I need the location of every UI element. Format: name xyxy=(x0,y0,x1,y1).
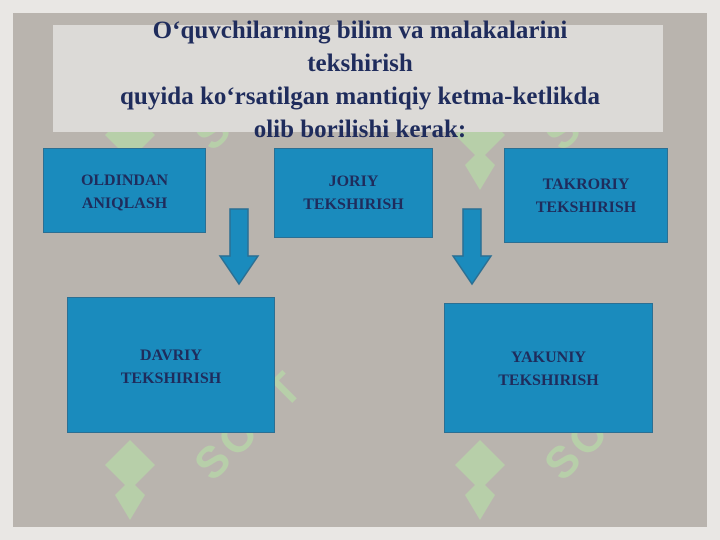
box-label-line-2: TEKSHIRISH xyxy=(535,198,637,216)
down-arrow-icon xyxy=(451,208,493,286)
box-label-line-2: TEKSHIRISH xyxy=(120,370,222,387)
box-label-line-2: TEKSHIRISH xyxy=(303,196,404,213)
slide-title: O‘quvchilarning bilim va malakalarini te… xyxy=(40,14,680,146)
box-joriy-tekshirish: JORIY TEKSHIRISH xyxy=(274,148,433,238)
box-davriy-tekshirish: DAVRIY TEKSHIRISH xyxy=(67,297,275,433)
box-label-line-1: JORIY xyxy=(328,173,379,190)
title-line-1: O‘quvchilarning bilim va malakalarini xyxy=(152,17,568,44)
box-yakuniy-tekshirish: YAKUNIY TEKSHIRISH xyxy=(444,303,653,433)
watermark-logo-icon xyxy=(105,440,155,520)
box-oldindan-aniqlash: OLDINDAN ANIQLASH xyxy=(43,148,206,233)
title-line-4: olib borilishi kerak: xyxy=(253,116,467,143)
box-takroriy-tekshirish: TAKRORIY TEKSHIRISH xyxy=(504,148,668,243)
box-label-line-1: TAKRORIY xyxy=(542,175,630,193)
down-arrow-icon xyxy=(218,208,260,286)
box-label-line-2: TEKSHIRISH xyxy=(498,372,599,389)
box-label-line-1: DAVRIY xyxy=(140,347,202,364)
watermark-logo-icon xyxy=(455,440,505,520)
title-panel xyxy=(53,25,663,132)
box-label-line-2: ANIQLASH xyxy=(81,195,168,212)
title-line-2: tekshirish xyxy=(307,50,413,77)
title-line-3: quyida ko‘rsatilgan mantiqiy ketma-ketli… xyxy=(120,83,600,110)
box-label-line-1: YAKUNIY xyxy=(511,349,586,366)
box-label-line-1: OLDINDAN xyxy=(80,172,169,189)
